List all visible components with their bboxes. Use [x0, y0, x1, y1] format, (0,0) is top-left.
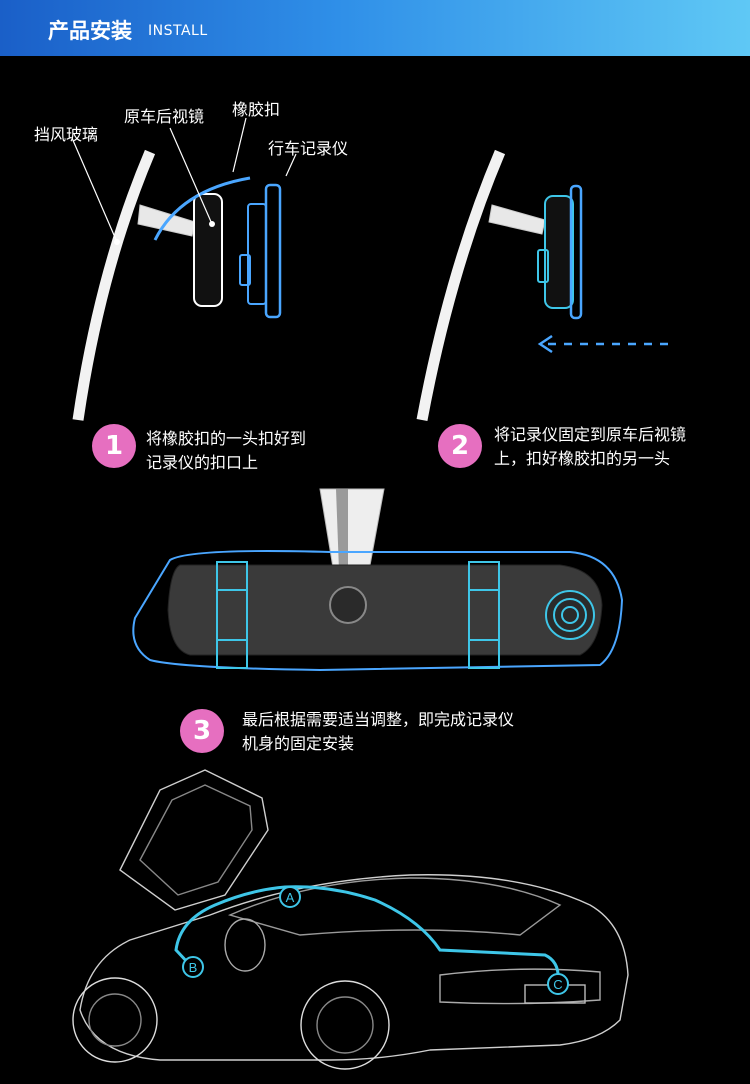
- strap-right: [468, 561, 500, 669]
- diagram-3: [132, 488, 624, 672]
- recorder-body: [264, 183, 282, 319]
- marker-b: [182, 956, 204, 978]
- rear-wheel: [300, 980, 390, 1070]
- step-1-line-2: 记录仪的扣口上: [146, 453, 259, 472]
- header-subtitle: INSTALL: [148, 23, 208, 39]
- car-taillight: [439, 968, 601, 1005]
- marker-c: [547, 973, 569, 995]
- header-title: 产品安装: [48, 19, 132, 43]
- label-rubber-buckle: 橡胶扣: [232, 100, 281, 119]
- car-door-window: [139, 784, 253, 896]
- camera-lens-inner: [561, 606, 579, 624]
- step-3-line-1: 最后根据需要适当调整，即完成记录仪: [242, 710, 515, 729]
- rubber-buckle: [153, 176, 251, 241]
- marker-a: [279, 886, 301, 908]
- cable-route: [174, 885, 560, 983]
- label-recorder: 行车记录仪: [268, 139, 349, 158]
- leader-dot-windshield: [114, 239, 120, 245]
- recorder-lens: [239, 254, 251, 286]
- mirror-mount-2: [488, 204, 546, 235]
- mirror-with-recorder: [544, 195, 574, 309]
- strap-left: [216, 561, 248, 669]
- mirror-glass: [167, 564, 603, 656]
- leader-buckle: [232, 117, 247, 173]
- move-arrow-head: [537, 334, 553, 354]
- leader-recorder: [285, 153, 297, 177]
- step-2-badge: 2: [438, 424, 482, 468]
- car-markers: A B C: [182, 886, 569, 995]
- diagram-1: [71, 117, 297, 421]
- marker-b-text: B: [189, 960, 198, 975]
- step-2-line-1: 将记录仪固定到原车后视镜: [494, 425, 687, 444]
- recorder-lens-2: [537, 249, 549, 283]
- marker-c-text: C: [553, 977, 562, 992]
- front-wheel: [72, 977, 158, 1063]
- windshield-glass-2: [416, 149, 506, 422]
- windshield-glass: [72, 149, 156, 421]
- original-mirror: [193, 193, 223, 307]
- step-3-badge: 3: [180, 709, 224, 753]
- mirror-pivot: [329, 586, 367, 624]
- recorder-body-2: [569, 184, 583, 320]
- step-3-text: 最后根据需要适当调整，即完成记录仪 机身的固定安装: [242, 708, 514, 756]
- step-2-text: 将记录仪固定到原车后视镜 上，扣好橡胶扣的另一头: [494, 423, 686, 471]
- step-1-text: 将橡胶扣的一头扣好到 记录仪的扣口上: [146, 427, 306, 475]
- diagram-2: [416, 149, 676, 422]
- rear-wheel-rim: [316, 996, 374, 1054]
- car-diagram: [72, 769, 629, 1070]
- step-1-line-1: 将橡胶扣的一头扣好到: [146, 429, 307, 448]
- label-original-mirror: 原车后视镜: [124, 107, 205, 126]
- car-body: [79, 874, 629, 1061]
- leader-mirror: [169, 127, 213, 225]
- step-1-badge: 1: [92, 424, 136, 468]
- leader-windshield: [71, 137, 118, 243]
- camera-lens-mid: [553, 598, 587, 632]
- steering-wheel: [224, 918, 266, 972]
- marker-a-text: A: [286, 890, 295, 905]
- leader-dot-mirror: [209, 221, 215, 227]
- page-header: 产品安装 INSTALL: [0, 0, 750, 56]
- step-3-line-2: 机身的固定安装: [242, 734, 355, 753]
- label-windshield: 挡风玻璃: [34, 125, 99, 144]
- installation-diagram: A B C: [71, 117, 676, 1070]
- front-wheel-rim: [88, 993, 142, 1047]
- recorder-back: [247, 203, 267, 305]
- car-door-open: [119, 769, 269, 911]
- step-2-line-2: 上，扣好橡胶扣的另一头: [494, 449, 671, 468]
- mirror-outline: [132, 550, 624, 672]
